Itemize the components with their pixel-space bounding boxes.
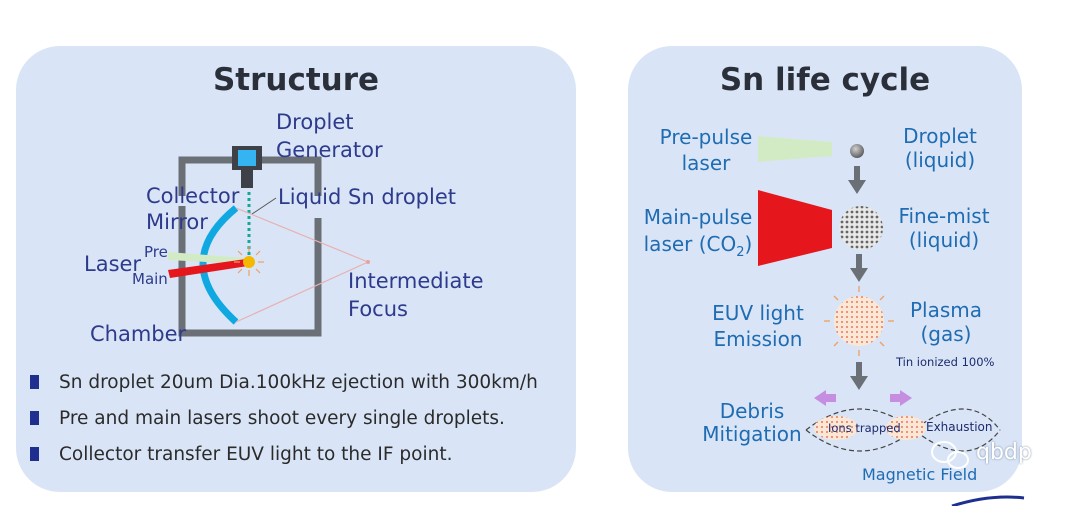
magnetic-field-line	[805, 408, 1001, 452]
euv-emission-label: EUV light Emission	[712, 301, 804, 351]
arrow-right-icon	[890, 390, 912, 406]
plasma-gas-label: Plasma (gas)	[909, 298, 983, 346]
plasma-ball	[834, 296, 884, 346]
main-label: Main	[132, 270, 168, 288]
magnetic-field-line	[805, 408, 1001, 452]
chamber-label: Chamber	[90, 322, 187, 346]
logo-swoosh	[951, 495, 1025, 506]
structure-panel	[16, 46, 576, 492]
liquid-sn-label: Liquid Sn droplet	[278, 185, 456, 209]
prepulse-laser-beam	[758, 136, 832, 162]
fine-mist-cloud	[839, 206, 883, 250]
mainpulse-laser-beam	[758, 190, 832, 266]
bullet-marker	[30, 411, 39, 425]
generator-nozzle	[238, 150, 256, 166]
prepulse-laser-label: Pre-pulse laser	[659, 125, 753, 175]
light-ray-bottom	[235, 261, 369, 323]
ions-trapped-label: Ions trapped	[828, 421, 901, 435]
generator-tip	[241, 168, 253, 188]
fine-mist-label: Fine-mist (liquid)	[898, 204, 990, 252]
droplet-liquid-label: Droplet (liquid)	[903, 124, 977, 172]
tin-ionized-label: Tin ionized 100%	[896, 355, 995, 369]
bullet-marker	[30, 447, 39, 461]
bullet-marker	[30, 375, 39, 389]
light-ray-top	[235, 207, 369, 263]
structure-title: Structure	[212, 62, 380, 98]
lifecycle-title: Sn life cycle	[719, 62, 931, 98]
intermediate-focus-point	[366, 260, 370, 264]
bullet-item: Sn droplet 20um Dia.100kHz ejection with…	[30, 372, 538, 393]
exhaustion-label: Exhaustion	[926, 420, 993, 434]
wechat-icon	[931, 441, 969, 469]
plasma-rays	[824, 286, 894, 356]
trapped-ions-left	[814, 416, 858, 440]
laser-label: Laser	[84, 252, 142, 276]
arrow-down-icon	[850, 362, 868, 390]
collector-mirror	[199, 205, 239, 325]
trapped-ions-right	[886, 416, 926, 440]
bullet-item: Collector transfer EUV light to the IF p…	[30, 444, 452, 465]
arrow-down-icon	[850, 254, 868, 282]
droplet-sphere	[850, 144, 864, 158]
mainpulse-beam	[168, 259, 248, 278]
collector-mirror-label: Collector Mirror	[146, 184, 240, 234]
arrow-down-icon	[848, 166, 866, 194]
debris-mitigation-label: Debris Mitigation	[702, 399, 802, 446]
liquid-sn-pointer	[251, 197, 277, 215]
watermark-text: qbdp	[976, 440, 1032, 465]
intermediate-focus-label: Intermediate Focus	[348, 269, 484, 321]
sn-droplet	[243, 256, 255, 268]
arrow-left-icon	[814, 390, 836, 406]
pre-label: Pre	[144, 243, 168, 261]
mainpulse-laser-label: Main-pulse laser (CO2)	[643, 205, 753, 260]
prepulse-beam	[168, 252, 246, 264]
magnetic-field-label: Magnetic Field	[862, 465, 978, 484]
plasma-spark	[234, 246, 264, 276]
bullet-item: Pre and main lasers shoot every single d…	[30, 408, 505, 429]
droplet-generator-label: Droplet Generator	[276, 110, 383, 162]
